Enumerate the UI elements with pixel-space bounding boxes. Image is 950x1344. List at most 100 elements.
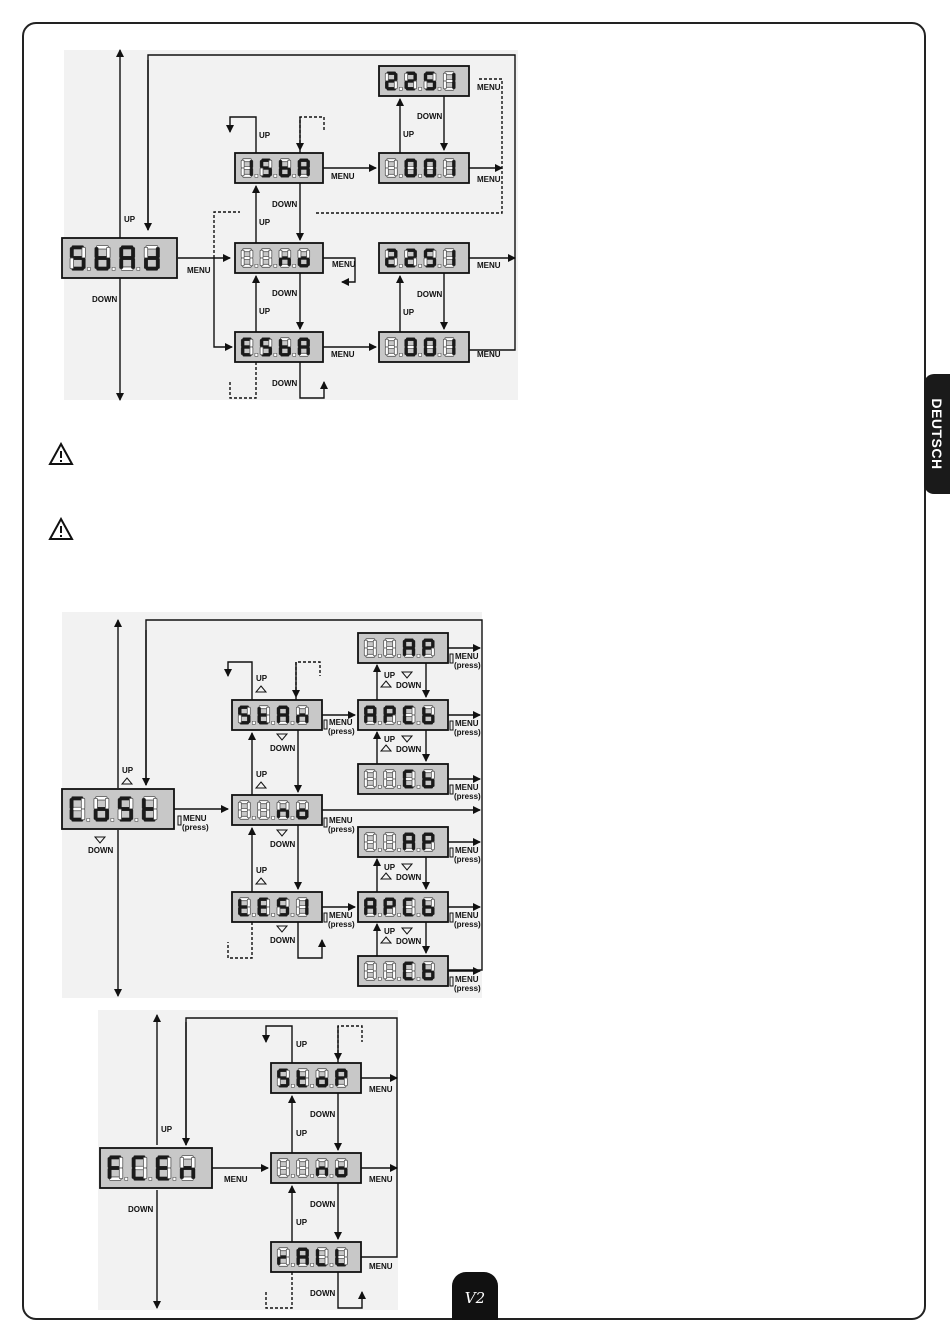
- decimal-point: [377, 784, 382, 789]
- flow-label: DOWN: [396, 937, 422, 946]
- flow-label: DOWN: [270, 840, 296, 849]
- digit-segment: [363, 841, 368, 851]
- decimal-point: [273, 352, 278, 357]
- digit-segment: [411, 898, 416, 908]
- digit-segment: [94, 257, 99, 269]
- digit-segment: [155, 1167, 160, 1179]
- digit-segment: [423, 72, 428, 82]
- digit-segment: [296, 809, 300, 819]
- flow-label: MENU: [369, 1085, 393, 1094]
- digit-segment: [104, 797, 110, 810]
- flow-label: DOWN: [88, 846, 114, 855]
- decimal-point: [251, 720, 256, 725]
- digit-segment: [296, 714, 300, 724]
- digit-segment: [423, 257, 428, 267]
- decimal-point: [292, 174, 297, 178]
- flow-label: MENU: [477, 83, 501, 92]
- digit-segment: [153, 808, 158, 821]
- press-label: (press): [328, 727, 355, 736]
- digit-segment: [268, 346, 273, 356]
- digit-segment: [141, 798, 146, 810]
- page-badge: V2: [452, 1272, 498, 1320]
- digit-segment: [276, 714, 281, 724]
- digit-segment: [442, 72, 447, 82]
- digit-segment: [363, 770, 368, 780]
- digit-segment: [268, 257, 273, 267]
- digit-segment: [131, 257, 136, 269]
- digit-segment: [402, 834, 407, 843]
- digit-segment: [452, 346, 456, 356]
- digit-segment: [306, 339, 310, 348]
- decimal-point: [87, 267, 91, 271]
- digit-segment: [106, 257, 111, 269]
- digit-segment: [306, 346, 310, 356]
- digit-segment: [430, 770, 435, 780]
- digit-segment: [276, 1159, 281, 1169]
- down-key-icon: [275, 733, 289, 741]
- warning-icon: [48, 442, 74, 465]
- digit-segment: [363, 639, 368, 649]
- digit-segment: [240, 257, 245, 267]
- decimal-point: [377, 976, 382, 981]
- digit-segment: [452, 159, 456, 169]
- digit-segment: [383, 962, 388, 972]
- digit-segment: [411, 714, 416, 724]
- menu-label: MENU: [455, 719, 479, 728]
- digit-segment: [305, 1069, 310, 1079]
- decimal-point: [416, 847, 421, 852]
- digit-segment: [392, 770, 397, 780]
- bottom-loop: [227, 922, 253, 959]
- digit-segment: [431, 714, 435, 724]
- digit-segment: [296, 1167, 301, 1177]
- digit-segment: [373, 714, 377, 724]
- digit-segment: [306, 249, 311, 259]
- digit-segment: [404, 257, 408, 267]
- decimal-point: [251, 815, 256, 820]
- digit-segment: [237, 801, 242, 811]
- digit-segment: [422, 899, 426, 908]
- digit-segment: [404, 346, 408, 356]
- digit-segment: [431, 778, 435, 788]
- digit-segment: [306, 159, 310, 169]
- digit-segment: [285, 1248, 290, 1258]
- menu-return: [323, 257, 356, 286]
- decimal-point: [416, 784, 421, 789]
- digit-segment: [285, 1256, 290, 1266]
- digit-segment: [246, 898, 251, 908]
- flow-label: UP: [384, 863, 396, 872]
- flow-label: MENU: [369, 1262, 393, 1271]
- digit-segment: [240, 346, 245, 356]
- digit-segment: [276, 809, 281, 819]
- digit-segment: [80, 808, 86, 821]
- menu-key-icon: [323, 817, 328, 828]
- digit-segment: [287, 159, 292, 169]
- digit-segment: [315, 1167, 320, 1177]
- digit-segment: [393, 338, 398, 348]
- decimal-point: [437, 263, 442, 268]
- decimal-point: [418, 352, 422, 357]
- flow-label: DOWN: [272, 379, 298, 388]
- digit-segment: [404, 80, 408, 90]
- digit-segment: [392, 962, 397, 972]
- digit-segment: [392, 714, 397, 724]
- digit-segment: [266, 801, 271, 811]
- digit-segment: [246, 706, 251, 716]
- up-key-icon: [379, 872, 393, 880]
- digit-segment: [93, 808, 98, 820]
- digit-segment: [81, 257, 86, 269]
- decimal-point: [416, 720, 421, 725]
- digit-segment: [422, 714, 426, 724]
- down-key-icon: [400, 671, 414, 679]
- digit-segment: [278, 346, 283, 356]
- decimal-point: [254, 174, 259, 178]
- digit-segment: [287, 167, 291, 177]
- digit-segment: [392, 639, 397, 649]
- digit-segment: [259, 167, 264, 177]
- up-key-icon: [254, 685, 268, 693]
- decimal-point: [271, 815, 275, 820]
- digit-segment: [240, 159, 245, 169]
- menu-key-icon: [177, 815, 182, 826]
- digit-segment: [296, 1248, 300, 1258]
- digit-segment: [297, 159, 302, 169]
- decimal-point: [398, 87, 403, 91]
